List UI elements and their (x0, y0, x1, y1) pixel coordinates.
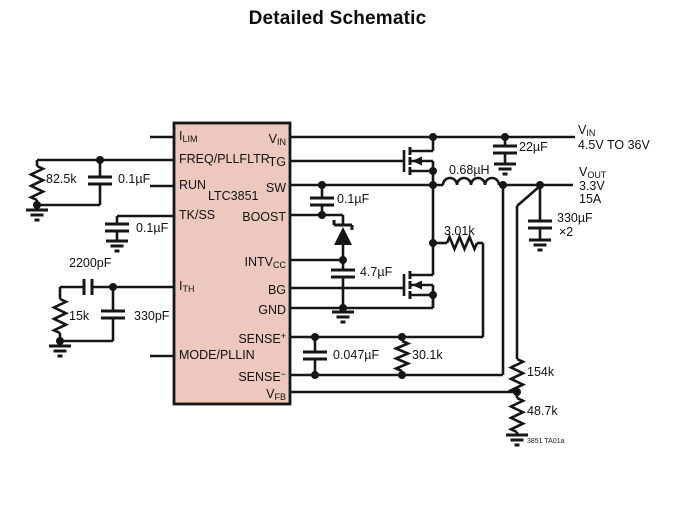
capacitor-comp1 (82, 279, 94, 295)
label-r-fb-bottom: 48.7k (527, 404, 558, 418)
ground-cin (494, 160, 516, 176)
pin-label-freq-pllfltr: FREQ/PLLFLTR (179, 152, 270, 166)
wire-boost (290, 213, 345, 225)
resistor-fb-top (507, 357, 527, 395)
pin-label-gnd: GND (258, 303, 286, 317)
label-c-in: 22µF (519, 140, 548, 154)
ground-fb (506, 432, 528, 447)
capacitor-cout (528, 185, 552, 236)
resistor-fb-bottom (507, 393, 527, 434)
label-inductor: 0.68µH (449, 163, 490, 177)
pin-label-ith: ITH (179, 279, 195, 294)
page-title: Detailed Schematic (248, 8, 427, 29)
label-r-dcr: 3.01k (444, 224, 475, 238)
label-c-freq: 0.1µF (118, 172, 151, 186)
pin-label-sw: SW (265, 181, 286, 195)
capacitor-intvcc (331, 260, 355, 308)
capacitor-freq (88, 160, 112, 205)
label-r-sense: 30.1k (412, 348, 443, 362)
capacitor-ss (105, 216, 129, 237)
pin-label-mode-pllin: MODE/PLLIN (179, 348, 255, 362)
label-c-out-qty: ×2 (559, 225, 574, 239)
resistor-82p5k (27, 164, 47, 202)
pin-label-vfb: VFB (266, 387, 286, 402)
inductor-l1 (441, 176, 501, 186)
capacitor-sense (303, 337, 327, 375)
resistor-15k (50, 297, 70, 335)
label-vout-current: 15A (579, 192, 602, 206)
resistor-dcr (433, 233, 485, 337)
label-c-sense: 0.047µF (333, 348, 380, 362)
label-c-intvcc: 4.7µF (360, 265, 393, 279)
label-vin-range: 4.5V TO 36V (578, 138, 650, 152)
label-r-comp: 15k (69, 309, 90, 323)
pin-label-run: RUN (179, 178, 207, 192)
doc-reference: 3851 TA01a (527, 438, 565, 445)
label-r-freq: 82.5k (46, 172, 77, 186)
pin-label-sense-plus: SENSE+ (238, 331, 286, 346)
capacitor-comp2 (101, 309, 125, 341)
schottky-diode (332, 220, 354, 260)
junction-dots (33, 133, 544, 396)
label-c-out: 330µF (557, 211, 593, 225)
pin-label-tg: TG (268, 155, 286, 169)
pin-label-intvcc: INTVCC (244, 255, 286, 270)
pin-label-tkss: TK/SS (179, 208, 216, 222)
label-vout-rail: VOUT (579, 165, 607, 180)
wire-gnd (290, 295, 435, 310)
resistor-sense (392, 337, 412, 375)
pin-label-vin: VIN (268, 132, 286, 147)
pin-label-boost: BOOST (242, 210, 286, 224)
pin-label-bg: BG (267, 283, 286, 297)
label-c-comp2: 330pF (134, 309, 170, 323)
label-c-boost: 0.1µF (337, 192, 370, 206)
wire-fb-sense (515, 185, 541, 359)
bottom-mosfet (290, 185, 435, 308)
ic-part-number: LTC3851 (208, 189, 259, 203)
ic-body (172, 121, 292, 406)
pin-label-sense-minus: SENSE− (238, 369, 286, 384)
label-c-ss: 0.1µF (136, 221, 169, 235)
pin-label-ilim: ILIM (179, 129, 198, 144)
label-vin-rail: VIN (578, 123, 596, 138)
wire-sense-minus (290, 185, 505, 377)
ground-ss (106, 237, 128, 253)
top-mosfet (290, 137, 435, 185)
capacitor-boost (310, 185, 334, 215)
label-vout-voltage: 3.3V (579, 179, 605, 193)
ground-cout (529, 236, 551, 252)
label-r-fb-top: 154k (527, 365, 555, 379)
label-c-comp1: 2200pF (69, 256, 112, 270)
